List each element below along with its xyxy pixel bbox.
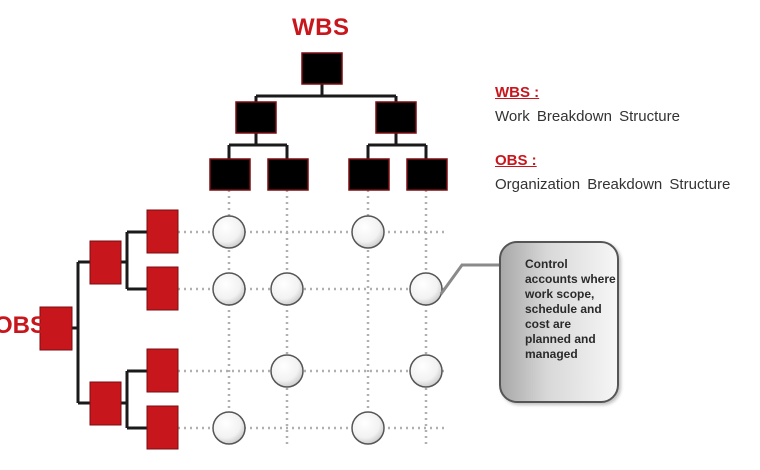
wbs-level2-box — [235, 101, 277, 134]
callout-pointer — [439, 263, 500, 295]
obs-leaf-box — [146, 405, 179, 450]
obs-level2-box — [89, 381, 122, 426]
wbs-level2-box — [375, 101, 417, 134]
control-account-node — [270, 354, 304, 388]
control-account-node — [409, 272, 443, 306]
control-account-node — [212, 215, 246, 249]
control-account-node — [212, 272, 246, 306]
wbs-root-box — [301, 52, 343, 85]
obs-title: OBS — [0, 312, 47, 339]
control-account-callout: Control accounts where work scope, sched… — [499, 241, 619, 403]
obs-root-box — [39, 306, 73, 351]
control-account-node — [409, 354, 443, 388]
legend-obs-term: OBS : — [495, 152, 537, 169]
obs-level2-box — [89, 240, 122, 285]
wbs-leaf-box — [209, 158, 251, 191]
legend-wbs-term: WBS : — [495, 84, 540, 101]
wbs-leaf-box — [406, 158, 448, 191]
control-account-node — [270, 272, 304, 306]
callout-text: Control accounts where work scope, sched… — [525, 257, 616, 361]
control-account-node — [212, 411, 246, 445]
obs-leaf-box — [146, 209, 179, 254]
legend-obs-definition: Organization Breakdown Structure — [495, 176, 731, 193]
wbs-tree — [209, 52, 448, 191]
control-account-nodes — [212, 215, 443, 445]
obs-leaf-box — [146, 348, 179, 393]
control-account-node — [351, 411, 385, 445]
obs-tree-connectors — [72, 230, 147, 430]
control-account-node — [351, 215, 385, 249]
wbs-leaf-box — [267, 158, 309, 191]
legend-wbs-definition: Work Breakdown Structure — [495, 108, 680, 125]
wbs-title: WBS — [292, 14, 350, 41]
obs-leaf-box — [146, 266, 179, 311]
wbs-leaf-box — [348, 158, 390, 191]
obs-tree — [39, 209, 179, 450]
wbs-tree-connectors — [227, 84, 428, 159]
